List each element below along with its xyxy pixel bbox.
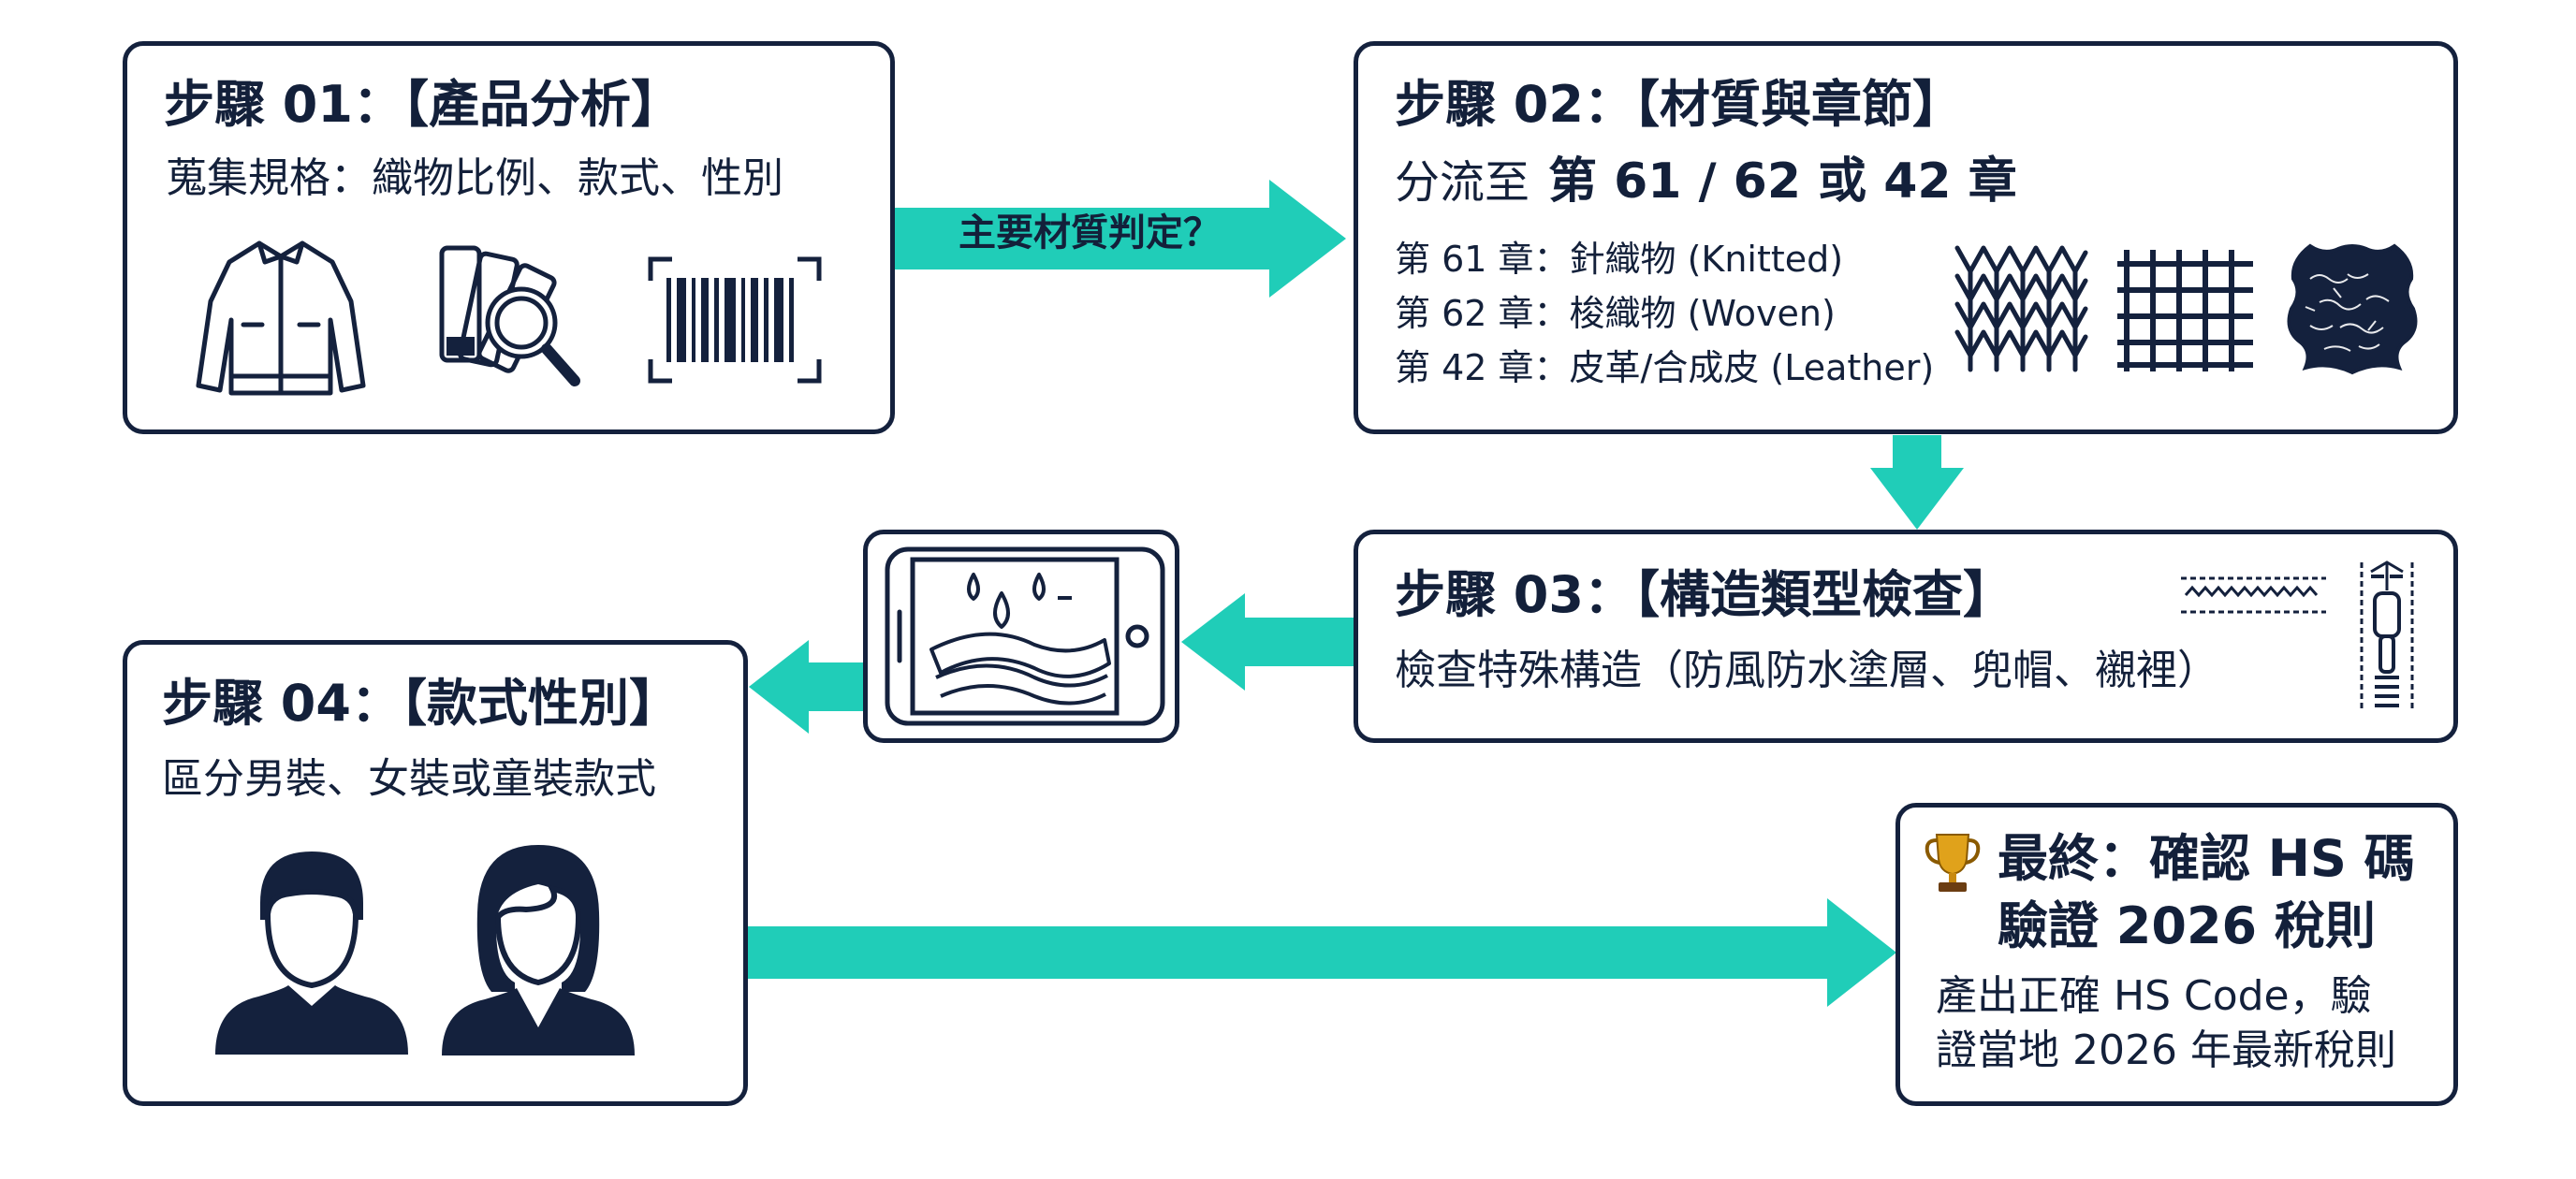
step2-chapter-62: 第 62 章：梭織物 (Woven)	[1395, 293, 1836, 334]
final-title-line2: 驗證 2026 稅則	[1998, 896, 2376, 955]
step2-subtitle-prefix: 分流至	[1395, 156, 1530, 209]
step2-subtitle-main: 第 61 / 62 或 42 章	[1548, 153, 2017, 210]
step3-title: 步驟 03：【構造類型檢查】	[1395, 565, 2013, 624]
arrow-step1-to-step2	[895, 180, 1346, 298]
step2-box	[1354, 41, 2458, 434]
arrow-tablet-to-step4	[749, 640, 863, 734]
male-avatar-icon	[215, 852, 408, 1055]
female-avatar-icon	[442, 845, 635, 1055]
waterproof-tablet-icon	[885, 546, 1165, 726]
jacket-icon	[196, 240, 366, 396]
step4-title: 步驟 04：【款式性別】	[162, 674, 680, 733]
arrow-step3-to-tablet	[1181, 593, 1354, 691]
step2-title: 步驟 02：【材質與章節】	[1395, 75, 1963, 134]
step2-chapter-42: 第 42 章：皮革/合成皮 (Leather)	[1395, 347, 1935, 388]
final-desc-line1: 產出正確 HS Code，驗	[1936, 972, 2372, 1020]
step1-desc: 蒐集規格：織物比例、款式、性別	[166, 154, 783, 202]
final-desc-line2: 證當地 2026 年最新稅則	[1936, 1026, 2396, 1074]
leather-icon	[2287, 243, 2418, 375]
arrow1-label: 主要材質判定？	[959, 211, 1221, 255]
step2-chapter-61: 第 61 章：針織物 (Knitted)	[1395, 239, 1844, 280]
barcode-icon	[648, 256, 822, 384]
zipper-icon	[2181, 560, 2414, 712]
final-box	[1895, 803, 2458, 1106]
knit-fabric-icon	[1954, 245, 2088, 372]
tablet-box	[863, 530, 1179, 743]
final-title-line1: 最終：確認 HS 碼	[1998, 829, 2415, 888]
trophy-icon	[1925, 834, 1981, 892]
step3-box	[1354, 530, 2458, 743]
swatch-magnifier-icon	[439, 245, 580, 386]
woven-fabric-icon	[2117, 250, 2253, 371]
step3-desc: 檢查特殊構造（防風防水塗層、兜帽、襯裡）	[1395, 647, 2218, 694]
arrow-step2-to-step3	[1870, 435, 1964, 530]
step1-title: 步驟 01：【產品分析】	[164, 75, 681, 134]
arrow-step4-to-final	[747, 898, 1896, 1007]
step4-desc: 區分男裝、女裝或童裝款式	[162, 755, 656, 803]
